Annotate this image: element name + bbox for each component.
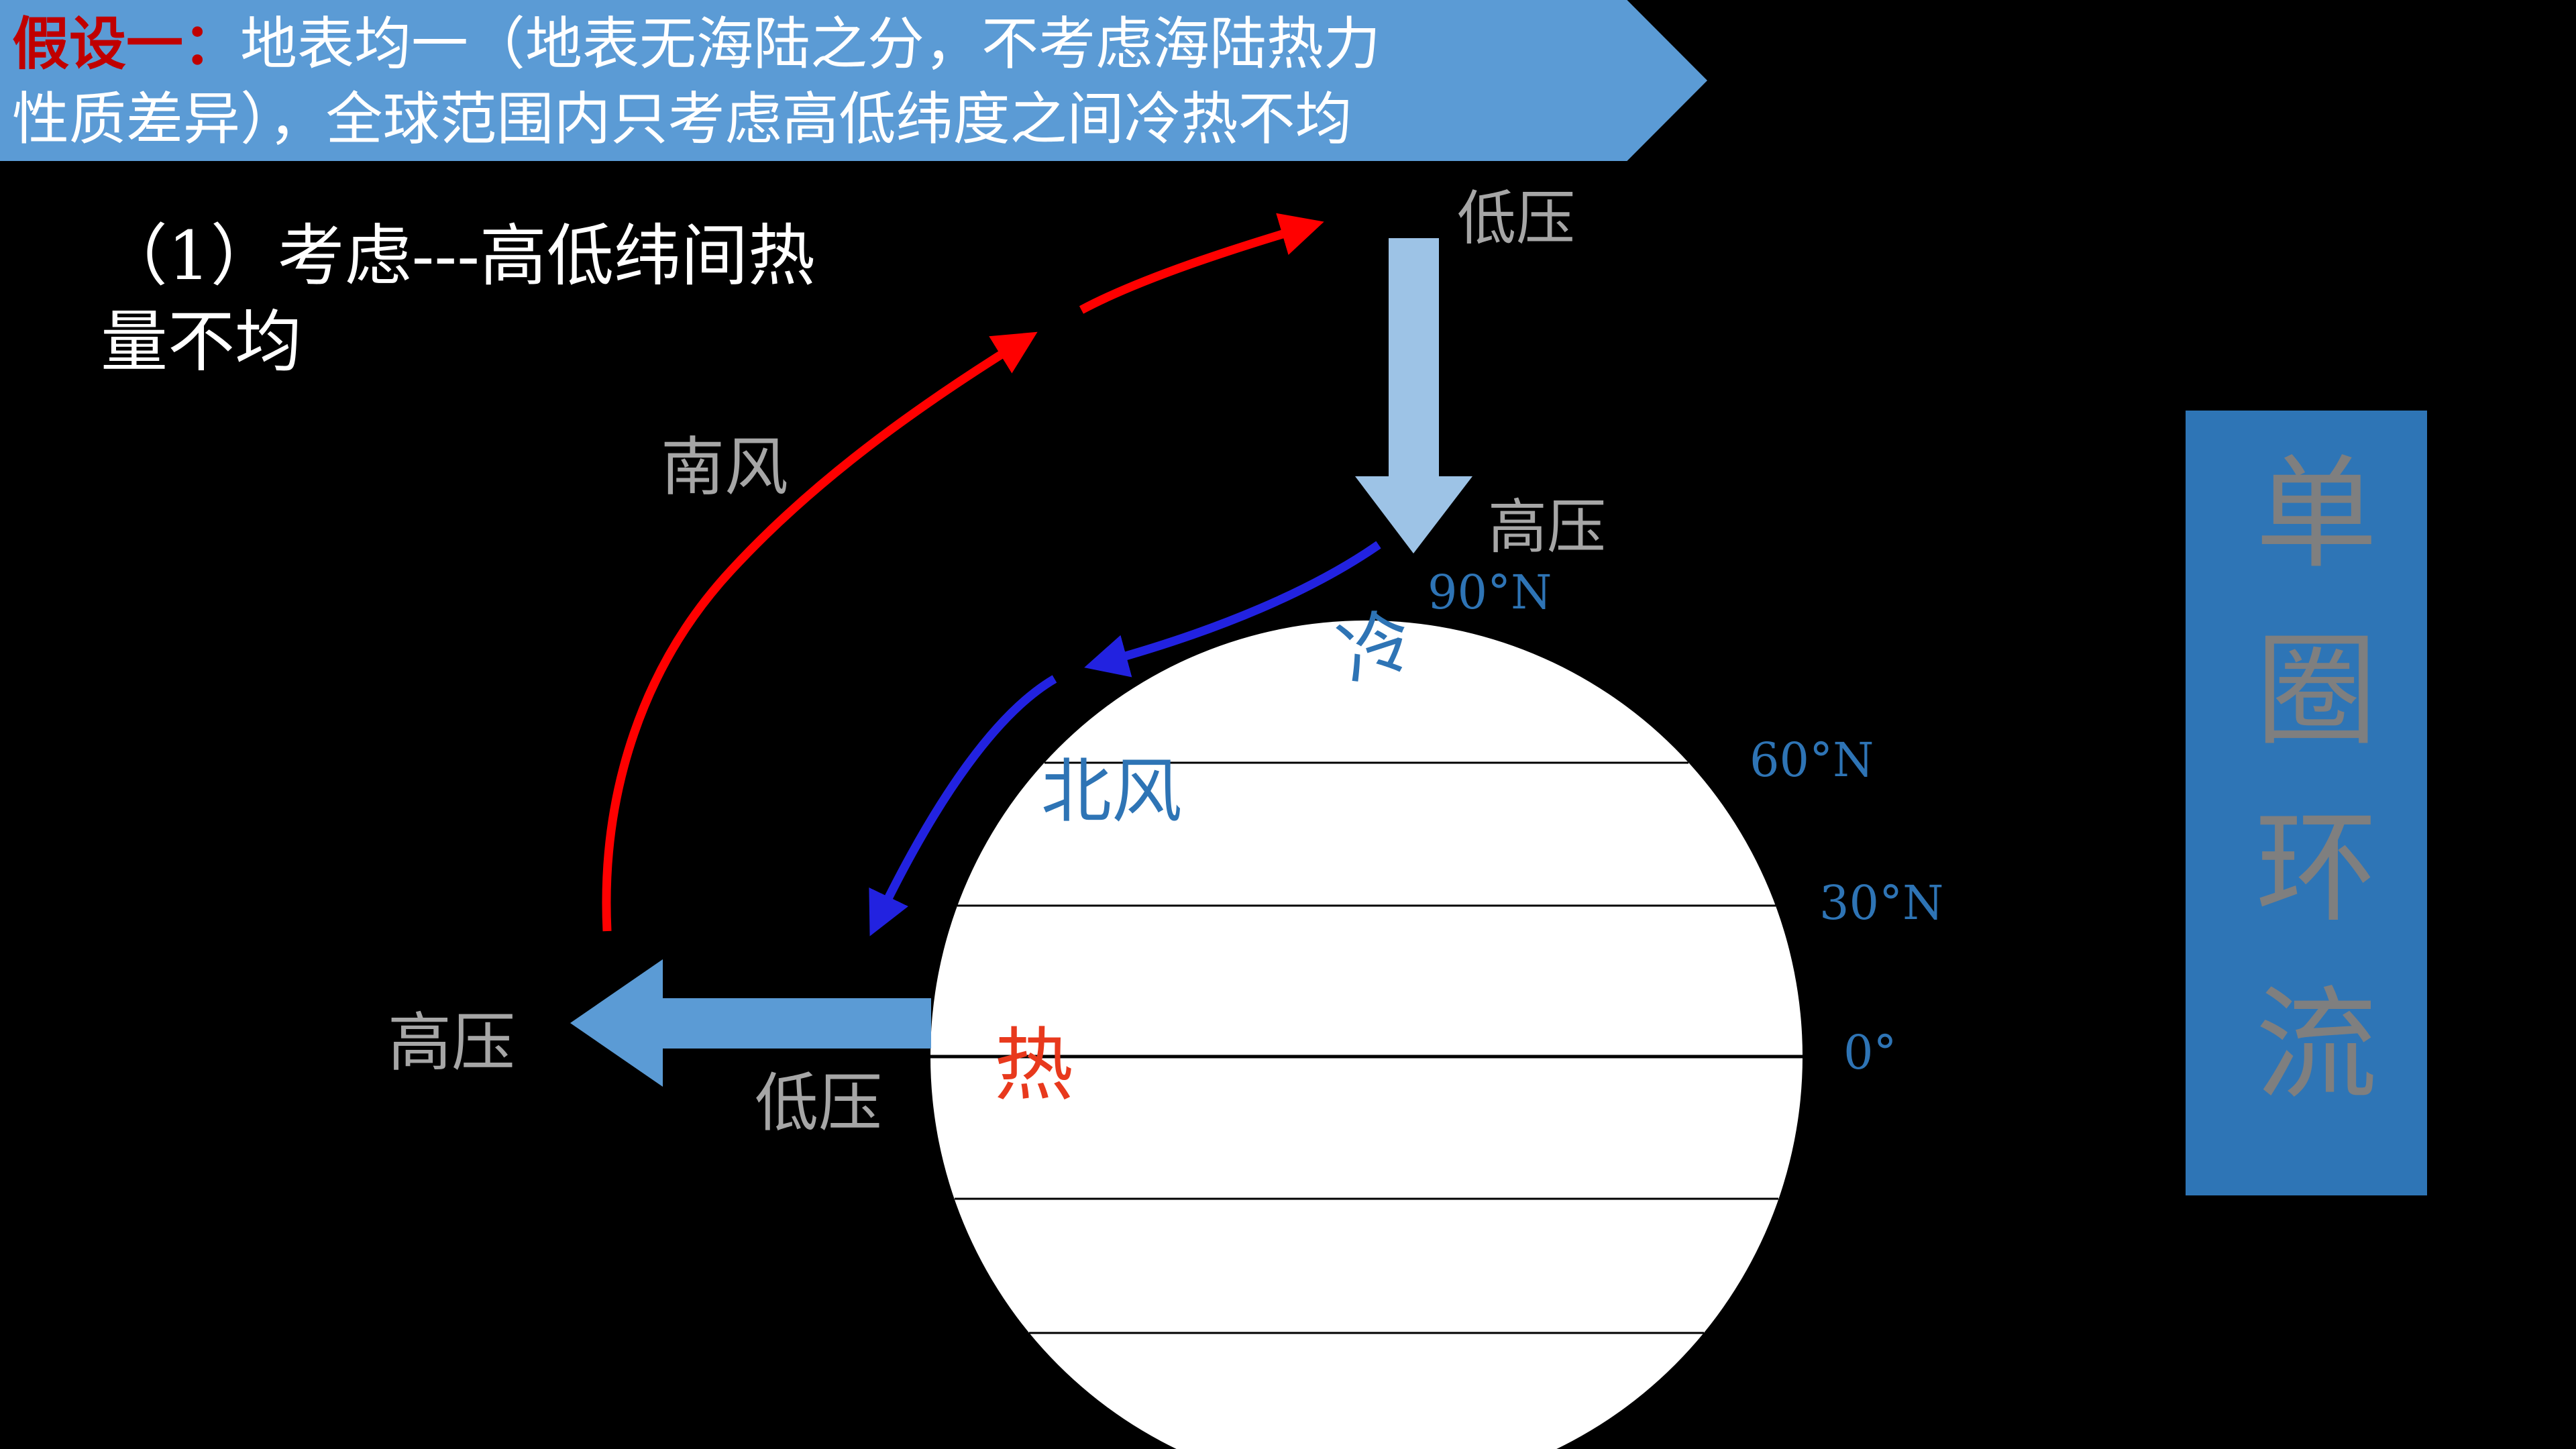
warm-airflow-arc-lower <box>602 331 1038 932</box>
banner-prefix: 假设一： <box>12 11 241 78</box>
low-pressure-top-label: 低压 <box>1457 184 1576 253</box>
latitude-30n-label: 30°N <box>1819 875 1944 930</box>
cold-airflow-arc-lower <box>869 675 1057 936</box>
latitude-60n-label: 60°N <box>1750 733 1874 788</box>
equator-label: 0° <box>1843 1025 1897 1080</box>
section-heading: （1）考虑---高低纬间热 量不均 <box>101 213 815 385</box>
heading-line-1: （1）考虑---高低纬间热 <box>101 217 815 295</box>
hypothesis-banner: 假设一：地表均一（地表无海陆之分，不考虑海陆热力 性质差异），全球范围内只考虑高… <box>0 0 1707 161</box>
side-title-panel: 单圈环流 <box>2186 411 2427 1195</box>
earth-hemisphere <box>930 621 1803 1449</box>
high-pressure-polar-label: 高压 <box>1488 492 1607 561</box>
banner-line-2: 性质差异），全球范围内只考虑高低纬度之间冷热不均 <box>12 83 1707 158</box>
banner-text-1: 地表均一（地表无海陆之分，不考虑海陆热力 <box>240 11 1381 78</box>
cold-airflow-arc-upper <box>1084 541 1381 678</box>
heading-line-2: 量不均 <box>101 303 302 381</box>
low-pressure-surface-label: 低压 <box>755 1067 883 1140</box>
side-title-text: 单圈环流 <box>2235 449 2377 1157</box>
banner-line-1: 假设一：地表均一（地表无海陆之分，不考虑海陆热力 <box>12 7 1707 83</box>
high-pressure-surface-label: 高压 <box>388 1006 516 1080</box>
south-wind-label: 南风 <box>661 431 789 504</box>
latitude-90n-label: 90°N <box>1428 565 1552 620</box>
surface-outflow-arrow <box>570 959 931 1087</box>
banner-text-2: 性质差异），全球范围内只考虑高低纬度之间冷热不均 <box>12 87 1352 153</box>
warm-airflow-arc-upper <box>1079 213 1324 314</box>
north-wind-label: 北风 <box>1041 751 1183 833</box>
descending-air-arrow <box>1355 238 1472 553</box>
hot-label: 热 <box>994 1019 1074 1112</box>
